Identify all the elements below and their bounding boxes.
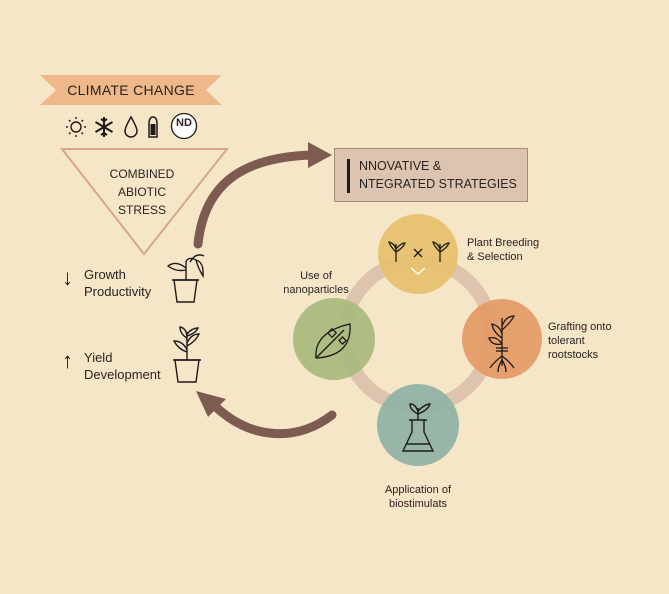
curved-arrow-bottom: [212, 403, 337, 439]
climate-banner: [40, 75, 222, 105]
leaf-nanoparticle-icon: [315, 323, 351, 359]
plant-breeding-line-2: & Selection: [467, 251, 523, 263]
node-nanoparticles: [293, 298, 375, 380]
stress-triangle: [59, 148, 230, 256]
yield-development-label: Yield Development: [84, 349, 161, 383]
down-arrow-icon: ↓: [62, 265, 73, 290]
biostimulants-line-1: Application of: [384, 484, 452, 496]
stress-line-1: COMBINED: [109, 167, 175, 181]
growth-productivity-label: Growth Productivity: [84, 266, 151, 300]
strategies-bar: [347, 159, 350, 193]
growth-label: Growth: [84, 267, 126, 282]
nanoparticles-line-1: Use of: [300, 270, 332, 282]
productivity-label: Productivity: [84, 284, 152, 299]
grafting-line-2: tolerant: [548, 335, 585, 347]
grafted-plant-icon: [488, 315, 516, 373]
plant-breeding-label: Plant Breeding & Selection: [467, 236, 539, 264]
flask-seedling-icon: [401, 403, 435, 452]
curved-arrow-bottom-head: [196, 391, 226, 417]
nd-badge-label: ND: [176, 117, 192, 129]
strategies-line-2: NTEGRATED STRATEGIES: [359, 177, 517, 191]
grafting-line-1: Grafting onto: [548, 321, 612, 333]
combined-stress-label: COMBINED ABIOTIC STRESS: [82, 165, 202, 219]
stress-line-3: STRESS: [117, 203, 166, 217]
curved-arrow-top-head: [308, 142, 332, 168]
nanoparticles-line-2: nanoparticles: [283, 284, 349, 296]
wilted-plant-icon: [166, 254, 205, 303]
stress-line-2: ABIOTIC: [117, 185, 166, 199]
biostimulants-label: Application of biostimulats: [378, 483, 458, 511]
healthy-plant-icon: [172, 326, 201, 383]
breeding-cross-icon: [388, 241, 450, 275]
grafting-line-3: rootstocks: [548, 349, 599, 361]
climate-change-title: CLIMATE CHANGE: [67, 82, 195, 98]
curved-arrow-top: [193, 150, 317, 249]
nanoparticles-label: Use of nanoparticles: [276, 269, 356, 297]
water-drop-icon: [124, 115, 138, 138]
snowflake-icon: [94, 117, 114, 137]
node-plant-breeding: [378, 214, 458, 294]
strategies-line-1: NNOVATIVE &: [359, 159, 442, 173]
plant-breeding-line-1: Plant Breeding: [467, 237, 540, 249]
biostimulants-line-2: biostimulats: [388, 498, 448, 510]
development-label: Development: [84, 367, 161, 382]
salt-shaker-icon: [148, 116, 158, 138]
grafting-label: Grafting onto tolerant rootstocks: [548, 320, 612, 362]
sun-icon: [66, 117, 86, 137]
yield-label: Yield: [84, 350, 113, 365]
up-arrow-icon: ↑: [62, 348, 73, 373]
strategies-box: NNOVATIVE & NTEGRATED STRATEGIES: [334, 148, 528, 202]
nd-badge-icon: [170, 112, 198, 140]
node-biostimulants: [377, 384, 459, 466]
